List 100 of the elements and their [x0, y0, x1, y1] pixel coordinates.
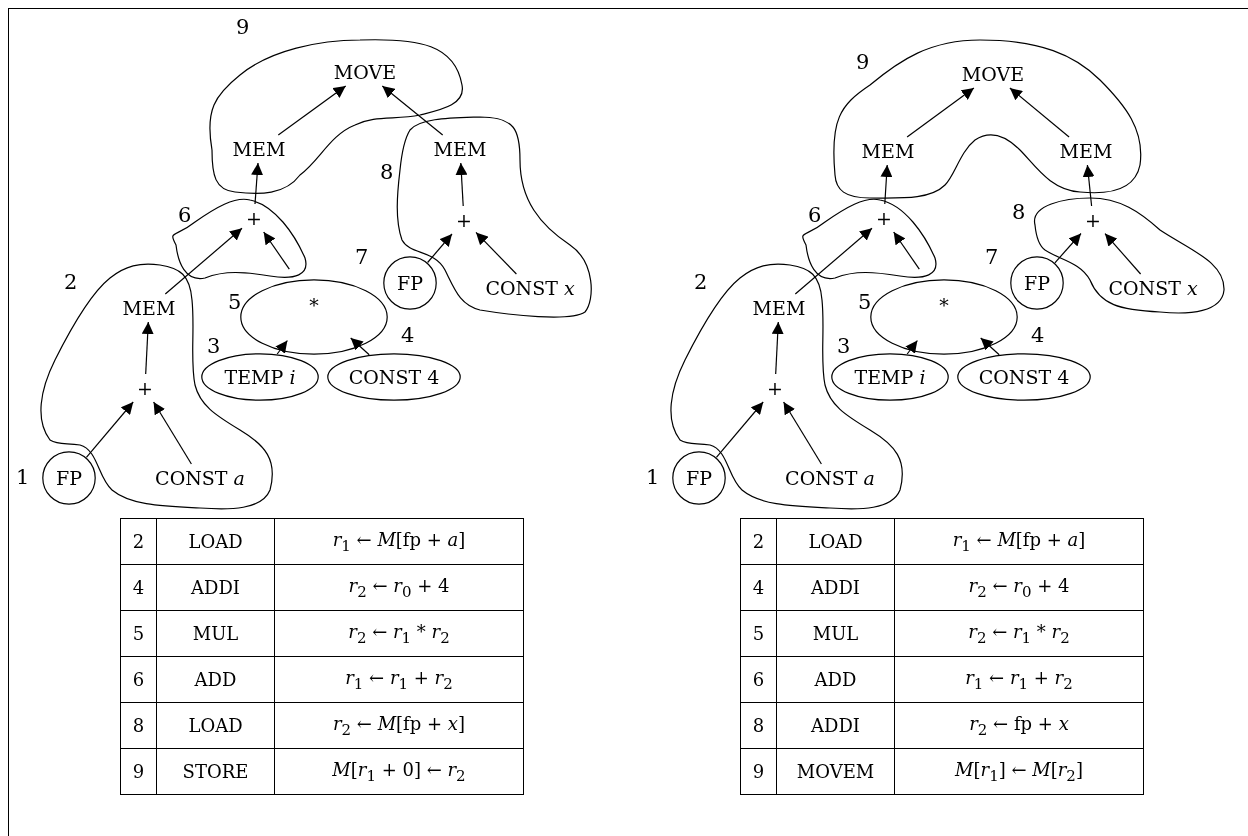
instruction: M[r$_{1}$ + 0] ← r$_{2}$: [332, 758, 466, 780]
circle-node: FP: [42, 451, 96, 505]
opcode: MUL: [192, 623, 239, 644]
tile-number: 8: [132, 715, 145, 736]
tile-number: 7: [985, 245, 999, 269]
operator-label: MEM: [747, 294, 811, 322]
instruction: r$_{2}$ ← r$_{1}$ *r$_{2}$: [968, 620, 1070, 642]
opcode: ADDI: [811, 577, 860, 598]
instruction: r$_{1}$ ← r$_{1}$ + r$_{2}$: [965, 666, 1073, 688]
tile-number: 9: [752, 761, 765, 782]
tile-number: 7: [355, 245, 369, 269]
tile-number: 2: [132, 531, 145, 552]
arrow: [251, 162, 264, 205]
arrow: [427, 233, 453, 264]
circle-node: FP: [672, 451, 726, 505]
tile-number: 6: [178, 203, 192, 227]
circle-node: FP: [1010, 256, 1064, 310]
opcode: MOVEM: [796, 761, 875, 782]
tile-number: 9: [132, 761, 145, 782]
instruction: r$_{2}$ ← r$_{1}$ *r$_{2}$: [348, 620, 450, 642]
arrow: [1009, 87, 1070, 138]
operator-label: MOVE: [325, 58, 405, 86]
instruction: r$_{2}$ ← r$_{0}$ + 4: [968, 574, 1070, 596]
arrow: [1054, 232, 1082, 264]
tile-number: 5: [858, 290, 872, 314]
operator-label: MEM: [117, 294, 181, 322]
tile-number: 2: [64, 270, 78, 294]
operator-label: +: [1081, 206, 1105, 234]
arrow: [381, 85, 444, 136]
tile-number: 5: [132, 623, 145, 644]
arrow: [85, 401, 134, 458]
arrow: [1082, 164, 1095, 207]
operator-label: MEM: [227, 135, 291, 163]
operator-label: +: [763, 374, 787, 402]
tile-number: 9: [236, 15, 250, 39]
operator-label: CONST a: [145, 464, 255, 492]
arrow: [1104, 233, 1142, 275]
instruction: r$_{2}$ ← r$_{0}$ + 4: [348, 574, 450, 596]
tile-number: 2: [752, 531, 765, 552]
opcode: MUL: [812, 623, 859, 644]
ellipse-node: TEMP i: [201, 353, 319, 401]
tile-number: 6: [752, 669, 765, 690]
instruction: r$_{1}$ ← M[fp + a]: [332, 528, 466, 550]
tile-number: 4: [132, 577, 145, 598]
arrow: [794, 227, 873, 295]
instruction: r$_{2}$ ← M[fp + x]: [332, 712, 465, 734]
operator-label: CONST x: [475, 274, 585, 302]
tile-number: 9: [856, 50, 870, 74]
opcode: LOAD: [188, 531, 243, 552]
opcode: ADDI: [811, 715, 860, 736]
opcode: ADD: [194, 669, 237, 690]
tile-number: 4: [401, 323, 415, 347]
arrow: [880, 164, 893, 205]
instruction: r$_{1}$ ← M[fp + a]: [952, 528, 1086, 550]
operator-label: +: [875, 206, 893, 231]
arrow: [153, 401, 192, 465]
operator-label: CONST a: [775, 464, 885, 492]
operator-label: MEM: [1054, 137, 1118, 165]
tile-number: 4: [752, 577, 765, 598]
circle-node: FP: [383, 256, 437, 310]
arrow: [715, 401, 764, 458]
operator-label: CONST x: [1098, 274, 1208, 302]
arrow: [275, 339, 288, 355]
ellipse-node: CONST 4: [957, 353, 1091, 401]
tile-number: 8: [1012, 200, 1026, 224]
instruction: M[r$_{1}$] ← M[r$_{2}$]: [955, 758, 1083, 780]
arrow: [905, 339, 918, 355]
instruction: r$_{1}$ ← r$_{1}$ + r$_{2}$: [345, 666, 453, 688]
arrow: [906, 87, 975, 138]
arrow: [771, 321, 784, 375]
operator-label: MOVE: [953, 60, 1033, 88]
operator-label: +: [452, 206, 476, 234]
ellipse-node: *: [870, 279, 1018, 355]
tile-number: 1: [646, 465, 660, 489]
tile-number: 6: [132, 669, 145, 690]
tile-number: 4: [1031, 323, 1045, 347]
instruction: r$_{2}$ ← fp + x: [969, 712, 1069, 734]
ellipse-node: CONST 4: [327, 353, 461, 401]
operator-label: MEM: [428, 135, 492, 163]
arrow: [164, 227, 243, 295]
arrow: [277, 85, 347, 136]
opcode: ADDI: [191, 577, 240, 598]
tile-number: 5: [228, 290, 242, 314]
tile-number: 1: [16, 465, 30, 489]
tile-number: 8: [752, 715, 765, 736]
ellipse-node: TEMP i: [831, 353, 949, 401]
arrow: [475, 231, 517, 275]
tile-number: 2: [694, 270, 708, 294]
tile-number: 8: [380, 160, 394, 184]
arrow: [350, 337, 370, 356]
opcode: LOAD: [188, 715, 243, 736]
tile-number: 5: [752, 623, 765, 644]
tile-number: 6: [808, 203, 822, 227]
arrow: [783, 401, 822, 465]
opcode: ADD: [814, 669, 857, 690]
operator-label: +: [133, 374, 157, 402]
opcode: STORE: [182, 761, 249, 782]
ellipse-node: *: [240, 279, 388, 355]
operator-label: MEM: [856, 137, 920, 165]
arrow: [980, 337, 1000, 356]
